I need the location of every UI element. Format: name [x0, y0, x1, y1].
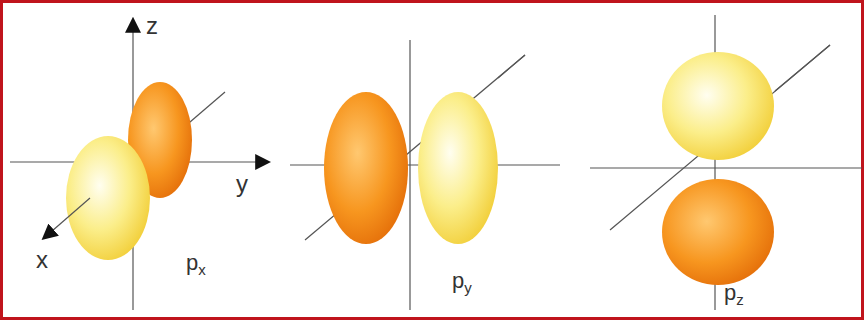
yellow-lobe [418, 92, 498, 244]
axis-label: y [236, 172, 248, 196]
yellow-lobe [66, 136, 150, 260]
orbital-label: py [452, 270, 472, 292]
orbital-label: px [186, 252, 206, 274]
z-axis [409, 40, 410, 310]
orbital-label: pz [724, 282, 744, 304]
y-axis [590, 167, 862, 168]
py-orbital [290, 40, 560, 310]
orange-lobe [662, 179, 774, 285]
x-axis-front [775, 45, 830, 91]
x-axis-front [498, 55, 525, 78]
axis-label: z [146, 14, 158, 38]
pz-orbital [590, 15, 862, 310]
yellow-lobe [662, 52, 774, 160]
axis-label: x [36, 248, 48, 272]
px-orbital [10, 20, 268, 310]
orange-lobe [324, 92, 408, 244]
x-axis [44, 198, 90, 238]
